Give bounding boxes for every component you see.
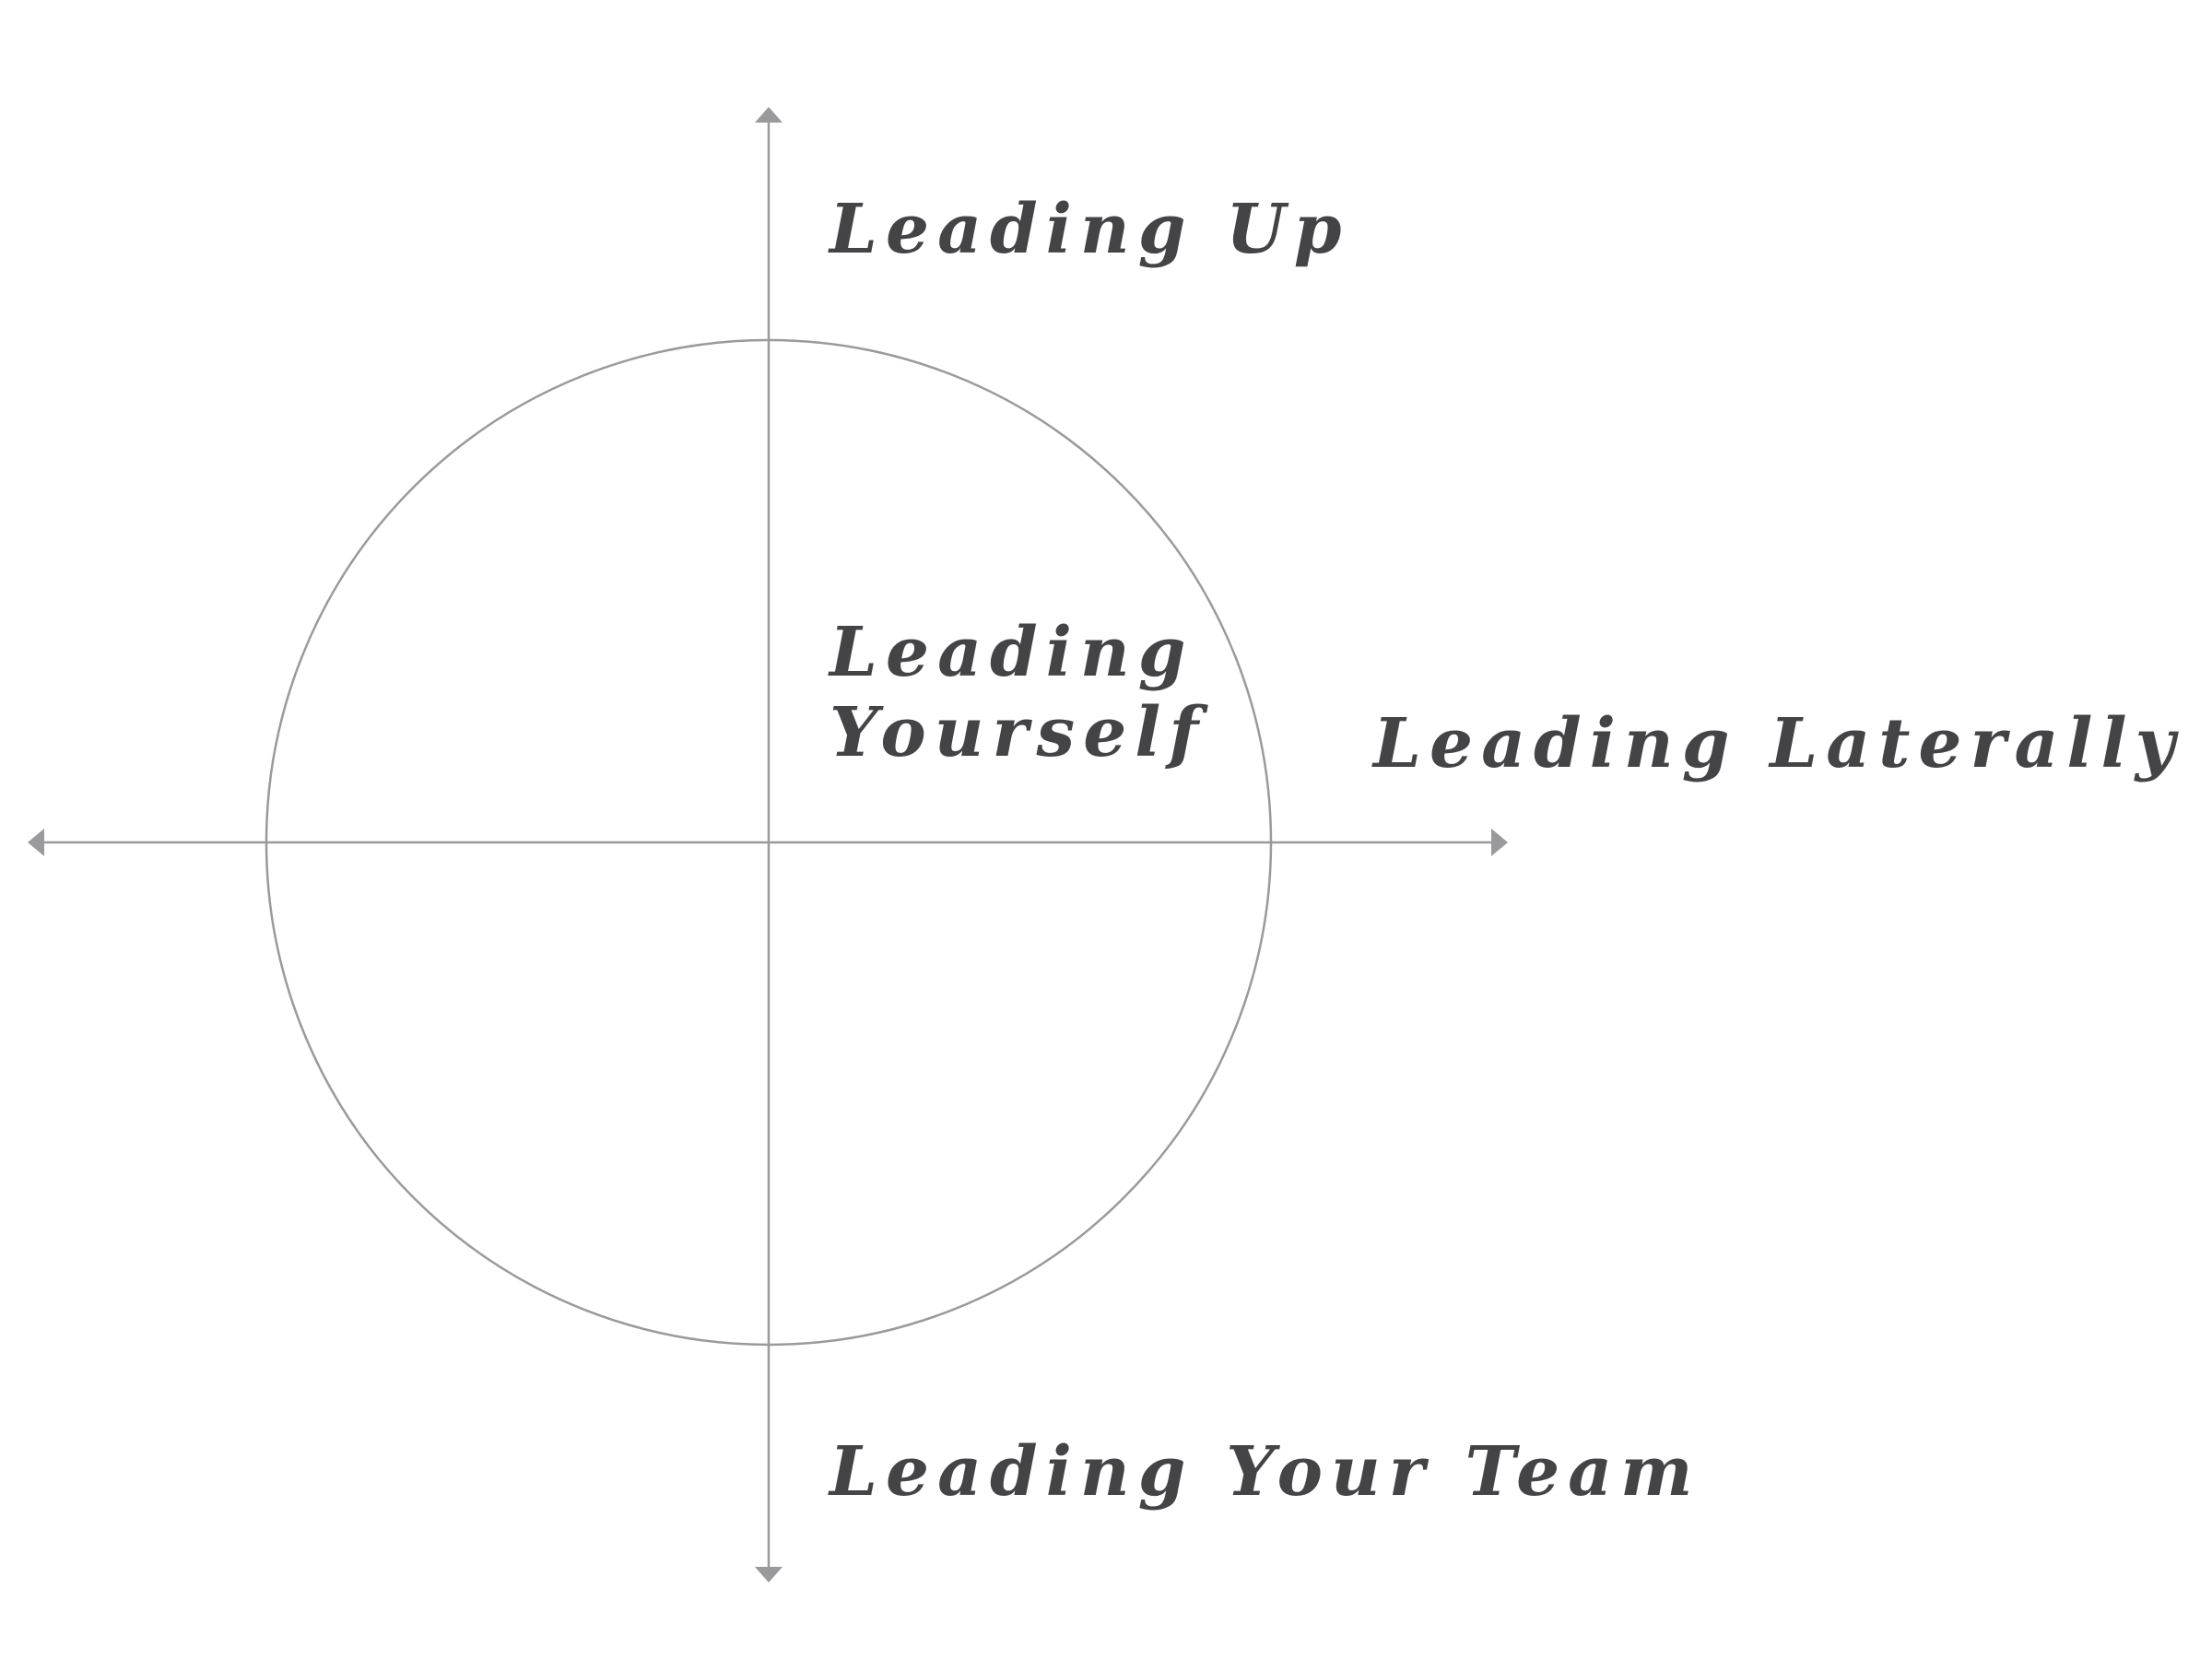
label-leading-laterally: Leading Laterally (1373, 704, 2183, 783)
arrow-right-icon (1491, 829, 1508, 856)
label-leading-yourself-line1: Leading (830, 613, 1194, 692)
label-leading-yourself-line2: Yourself (830, 693, 1207, 773)
label-leading-up: Leading Up (830, 190, 1350, 269)
arrow-left-icon (28, 829, 44, 856)
arrow-up-icon (755, 107, 782, 123)
label-leading-yourself: Leading Yourself (830, 613, 1206, 774)
arrow-down-icon (755, 1567, 782, 1583)
label-leading-your-team: Leading Your Team (830, 1432, 1701, 1512)
